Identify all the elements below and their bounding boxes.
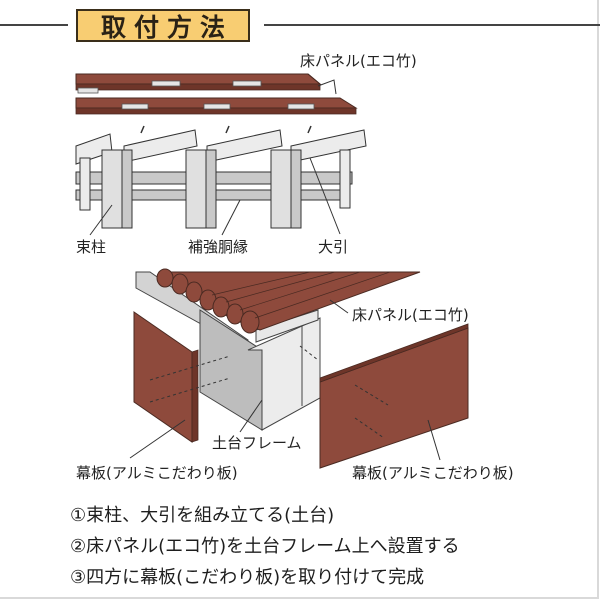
label-skirt-board-right: 幕板(アルミこだわり板) [352,464,514,482]
beams [75,129,367,165]
skirt-board-left [133,311,231,443]
section-title: 取付方法 [100,12,233,42]
skirt-board-right [299,323,469,469]
label-base-frame: 土台フレーム [212,434,302,452]
down-arrows [140,125,312,134]
base-frame [135,271,321,431]
panel-clips [77,80,315,110]
step-3: ③四方に幕板(こだわり板)を取り付けて完成 [70,567,425,588]
top-leader-lines [89,79,341,236]
label-floor-panel-top: 床パネル(エコ竹) [300,52,417,70]
step-1: ①束柱、大引を組み立てる(土台) [70,505,335,526]
header-rule-left [0,24,68,26]
section-title-box: 取付方法 [76,9,250,42]
label-reinforcement: 補強胴縁 [188,238,249,256]
label-floor-panel-bottom: 床パネル(エコ竹) [352,306,469,324]
bottom-leader-lines [129,299,441,461]
label-beam: 大引 [318,238,349,256]
installation-steps: ①束柱、大引を組み立てる(土台) ②床パネル(エコ竹)を土台フレーム上へ設置する… [70,500,460,593]
header-rule-right [264,24,600,26]
label-post: 束柱 [76,238,107,256]
step-2: ②床パネル(エコ竹)を土台フレーム上へ設置する [70,536,460,557]
floor-panel-upper [75,73,322,91]
floor-panel-bamboo [156,268,421,334]
label-skirt-board-left: 幕板(アルミこだわり板) [76,464,238,482]
posts [79,149,351,229]
